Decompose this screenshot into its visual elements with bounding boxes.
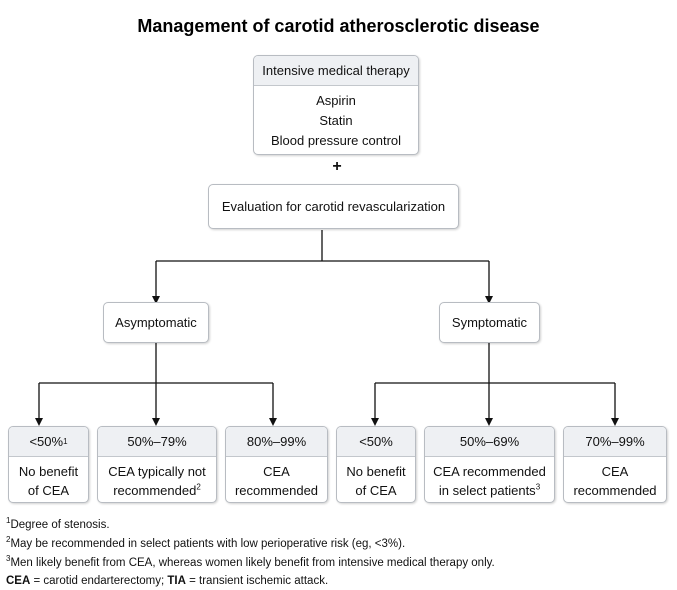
sym-lt50-line2: of CEA [355, 482, 397, 498]
asym-80-99-box: 80%–99% CEA recommended [225, 426, 328, 503]
sym-70-99-line1: CEA [601, 463, 629, 479]
asym-lt50-box: <50%1 No benefit of CEA [8, 426, 89, 503]
sym-50-69-line1: CEA recommended [433, 463, 546, 479]
therapy-item-statin: Statin [319, 113, 353, 128]
footnote-text-1: Degree of stenosis. [10, 519, 110, 531]
evaluation-box: Evaluation for carotid revascularization [208, 184, 459, 229]
therapy-item-bp-control: Blood pressure control [270, 133, 402, 148]
footnote-1: 1Degree of stenosis. [6, 516, 110, 531]
footnote-2: 2May be recommended in select patients w… [6, 535, 406, 550]
sym-70-99-box: 70%–99% CEA recommended [563, 426, 667, 503]
footnote-ref-2: 2 [196, 482, 201, 492]
asym-50-79-line1: CEA typically not [108, 463, 206, 479]
medical-therapy-list: Aspirin Statin Blood pressure control [254, 86, 418, 154]
asym-lt50-line2: of CEA [27, 482, 70, 498]
asym-50-79-header: 50%–79% [127, 434, 187, 449]
sym-lt50-box: <50% No benefit of CEA [336, 426, 416, 503]
footnote-mark-1: 1 [6, 516, 11, 526]
asymptomatic-box: Asymptomatic [103, 302, 209, 343]
asym-lt50-header: <50% [29, 434, 64, 449]
medical-therapy-box: Intensive medical therapy Aspirin Statin… [253, 55, 419, 155]
sym-50-69-line2: in select patients [438, 482, 536, 498]
abbr-tia-def: = transient ischemic attack. [185, 575, 329, 587]
sym-lt50-header: <50% [359, 434, 393, 449]
sym-70-99-header: 70%–99% [585, 434, 645, 449]
diagram-title: Management of carotid atherosclerotic di… [137, 16, 540, 36]
footnote-mark-3: 3 [6, 554, 11, 564]
footnote-3: 3Men likely benefit from CEA, whereas wo… [6, 554, 495, 569]
sym-50-69-box: 50%–69% CEA recommended in select patien… [424, 426, 555, 503]
sym-70-99-line2: recommended [573, 482, 657, 498]
footnote-mark-2: 2 [6, 535, 11, 545]
asym-50-79-line2: recommended [113, 482, 197, 498]
sym-lt50-line1: No benefit [346, 463, 406, 479]
footnote-text-3: Men likely benefit from CEA, whereas wom… [10, 557, 495, 569]
sym-50-69-header: 50%–69% [459, 434, 520, 449]
abbr-cea-def: = carotid endarterectomy; [30, 575, 168, 587]
footnote-text-2: May be recommended in select patients wi… [10, 538, 406, 550]
symptomatic-box: Symptomatic [439, 302, 540, 343]
asym-80-99-line1: CEA [263, 463, 290, 479]
asym-80-99-header: 80%–99% [246, 434, 307, 449]
asym-50-79-box: 50%–79% CEA typically not recommended2 [97, 426, 217, 503]
therapy-item-aspirin: Aspirin [316, 93, 356, 108]
abbr-cea-term: CEA [6, 575, 31, 587]
footnote-ref-3: 3 [535, 482, 541, 492]
medical-therapy-header: Intensive medical therapy [254, 56, 418, 86]
abbr-tia-term: TIA [167, 575, 186, 587]
abbreviations: CEA = carotid endarterectomy; TIA = tran… [6, 575, 328, 587]
asym-lt50-line1: No benefit [18, 463, 79, 479]
asym-80-99-line2: recommended [234, 482, 319, 498]
plus-sign: + [332, 158, 342, 175]
